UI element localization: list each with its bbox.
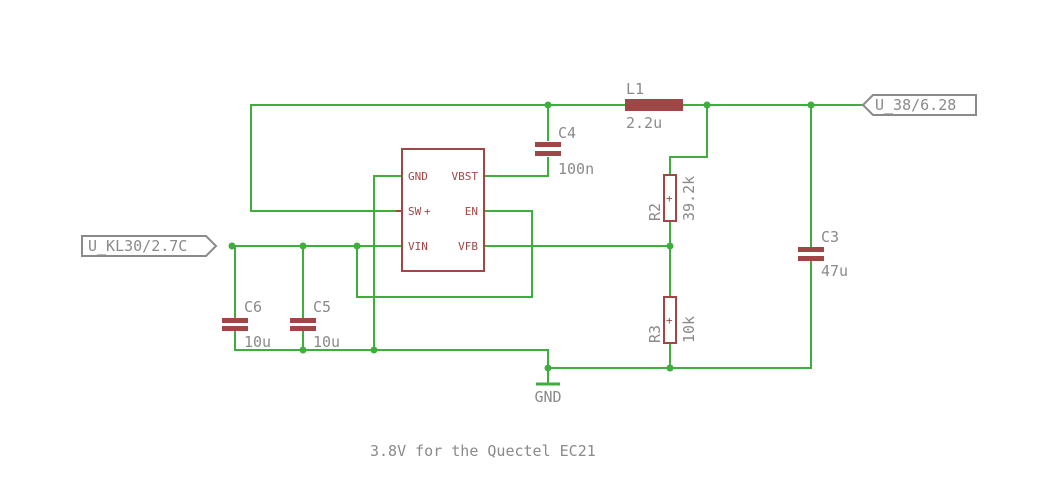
regulator-ic[interactable]: GND SW + VIN VBST EN VFB — [396, 148, 485, 272]
r3-body — [663, 296, 677, 344]
ic-pin-vfb: VFB — [458, 240, 478, 253]
net-label-input[interactable]: U_KL30/2.7C — [81, 235, 218, 257]
junction-dot — [807, 101, 815, 109]
c6-plate-top — [222, 318, 248, 323]
c5-plate-top — [290, 318, 316, 323]
ic-pin-vin: VIN — [408, 240, 428, 253]
resistor-r2[interactable]: + R2 39.2k — [646, 174, 698, 222]
c3-value: 47u — [821, 262, 848, 280]
c3-plate-top — [798, 247, 824, 252]
c4-value: 100n — [558, 160, 594, 178]
r2-value: 39.2k — [680, 176, 698, 221]
wire-en — [356, 210, 533, 298]
wire-c4-vbst — [483, 157, 549, 177]
r2-body — [663, 174, 677, 222]
resistor-r3[interactable]: + R3 10k — [646, 296, 698, 344]
schematic-note: 3.8V for the Quectel EC21 — [370, 442, 596, 460]
r2-plus: + — [666, 192, 673, 205]
junction-dot — [544, 364, 552, 372]
c4-plate-bottom — [535, 151, 561, 156]
c6-value: 10u — [244, 333, 271, 351]
junction-dot — [353, 242, 361, 250]
wire-sw-loop — [250, 104, 403, 212]
wire-r2-top — [669, 104, 708, 176]
net-label-output[interactable]: U_38/6.28 — [861, 94, 977, 116]
r3-value: 10k — [680, 316, 698, 343]
input-port-flag — [81, 235, 218, 257]
c4-name: C4 — [558, 124, 576, 142]
wire-ground-rail — [234, 349, 812, 369]
c5-value: 10u — [313, 333, 340, 351]
output-port-flag — [861, 94, 977, 116]
c5-name: C5 — [313, 298, 331, 316]
l1-value: 2.2u — [626, 114, 662, 132]
l1-body — [625, 99, 683, 111]
ground-symbol[interactable]: GND — [534, 382, 562, 406]
ic-pin-sw-plus: + — [424, 205, 431, 218]
junctions — [228, 101, 815, 372]
ic-pin-vbst: VBST — [452, 170, 479, 183]
capacitor-c5[interactable]: C5 10u — [290, 298, 340, 351]
junction-dot — [370, 346, 378, 354]
input-net-name: U_KL30/2.7C — [88, 237, 187, 255]
junction-dot — [666, 242, 674, 250]
c3-name: C3 — [821, 228, 839, 246]
inductor-l1[interactable]: L1 2.2u — [625, 80, 683, 132]
junction-dot — [299, 242, 307, 250]
c6-name: C6 — [244, 298, 262, 316]
r2-name: R2 — [646, 203, 664, 221]
output-net-name: U_38/6.28 — [875, 96, 956, 114]
wire-ic-gnd — [373, 175, 403, 351]
note-text: 3.8V for the Quectel EC21 — [370, 442, 596, 460]
ic-pin-en: EN — [465, 205, 478, 218]
capacitor-c3[interactable]: C3 47u — [798, 228, 848, 280]
r3-plus: + — [666, 314, 673, 327]
l1-name: L1 — [626, 80, 644, 98]
c5-plate-bottom — [290, 326, 316, 331]
wires — [231, 104, 863, 384]
r3-name: R3 — [646, 325, 664, 343]
capacitor-c6[interactable]: C6 10u — [222, 298, 271, 351]
ic-pin-gnd: GND — [408, 170, 428, 183]
junction-dot — [544, 101, 552, 109]
junction-dot — [228, 242, 236, 250]
c6-plate-bottom — [222, 326, 248, 331]
junction-dot — [299, 346, 307, 354]
ground-label: GND — [534, 388, 561, 406]
junction-dot — [703, 101, 711, 109]
junction-dot — [666, 364, 674, 372]
capacitor-c4[interactable]: C4 100n — [535, 124, 594, 178]
ic-pin-sw: SW — [408, 205, 422, 218]
c3-plate-bottom — [798, 256, 824, 261]
c4-plate-top — [535, 142, 561, 147]
